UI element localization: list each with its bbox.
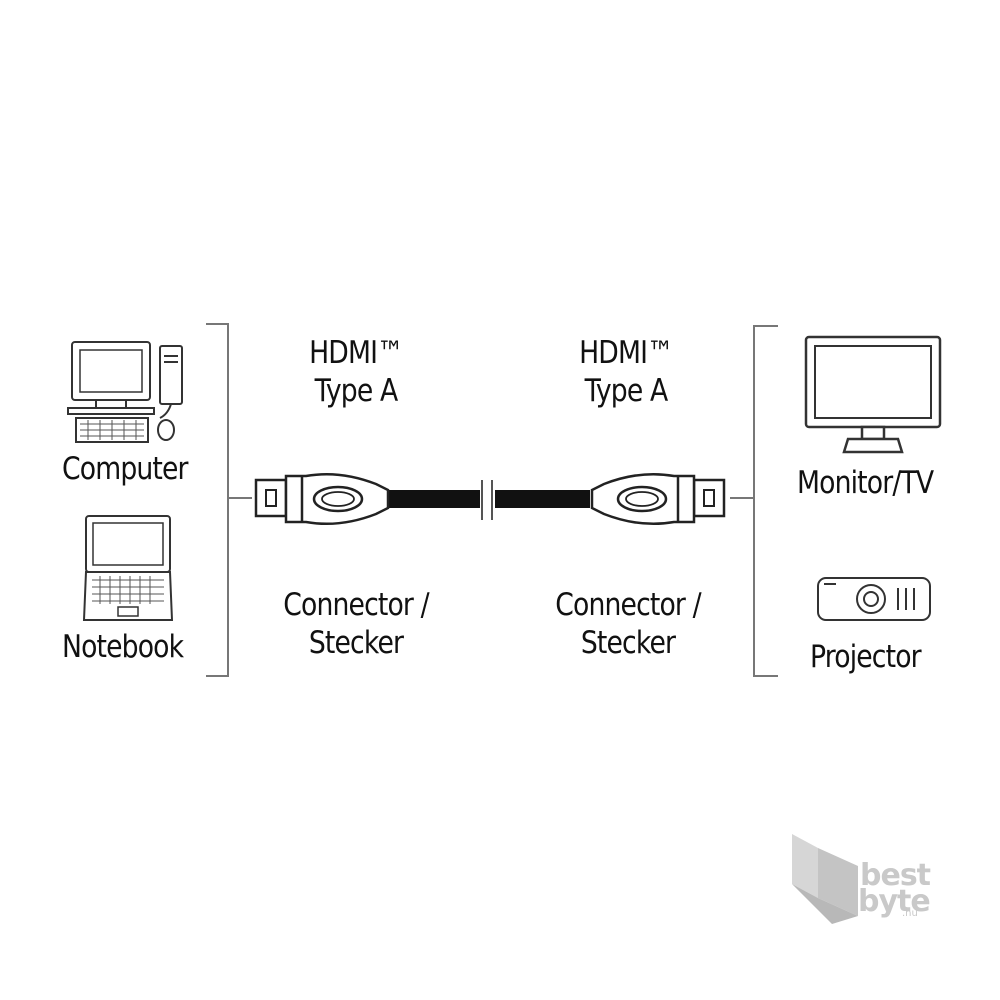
right-connector-name-line1: Connector / — [555, 587, 701, 623]
right-connector-name-line2: Stecker — [580, 625, 676, 661]
cable-break-mark — [481, 480, 493, 520]
projector-label: Projector — [810, 639, 922, 675]
computer-label: Computer — [62, 451, 189, 487]
hdmi-cable — [385, 480, 590, 520]
left-connector-type-block: HDMI™ Type A — [256, 334, 456, 410]
left-connector-name-block: Connector / Stecker — [256, 586, 456, 662]
watermark-tld: .hu — [902, 908, 918, 919]
watermark-line2: byte — [858, 884, 931, 919]
left-connector-type-line2: Type A — [314, 373, 399, 409]
desktop-computer-icon — [67, 341, 183, 443]
right-connector-type-line2: Type A — [584, 373, 669, 409]
monitor-tv-icon — [804, 335, 942, 454]
left-connector-type-line1: HDMI™ — [309, 335, 404, 371]
notebook-label: Notebook — [62, 629, 184, 665]
watermark-cube-icon — [792, 834, 858, 924]
watermark-line1: best — [860, 858, 931, 893]
right-bracket — [730, 325, 778, 677]
monitor-tv-label: Monitor/TV — [797, 465, 934, 501]
bestbyte-watermark-logo: best byte .hu — [788, 828, 938, 928]
left-connector-name-line2: Stecker — [308, 625, 404, 661]
mouse-icon — [157, 419, 175, 441]
right-hdmi-plug — [590, 472, 726, 526]
right-connector-name-block: Connector / Stecker — [528, 586, 728, 662]
right-connector-type-block: HDMI™ Type A — [526, 334, 726, 410]
projector-icon — [817, 577, 931, 621]
notebook-icon — [82, 515, 174, 621]
left-bracket — [206, 323, 252, 677]
left-hdmi-plug — [254, 472, 390, 526]
right-connector-type-line1: HDMI™ — [579, 335, 674, 371]
left-connector-name-line1: Connector / — [283, 587, 429, 623]
